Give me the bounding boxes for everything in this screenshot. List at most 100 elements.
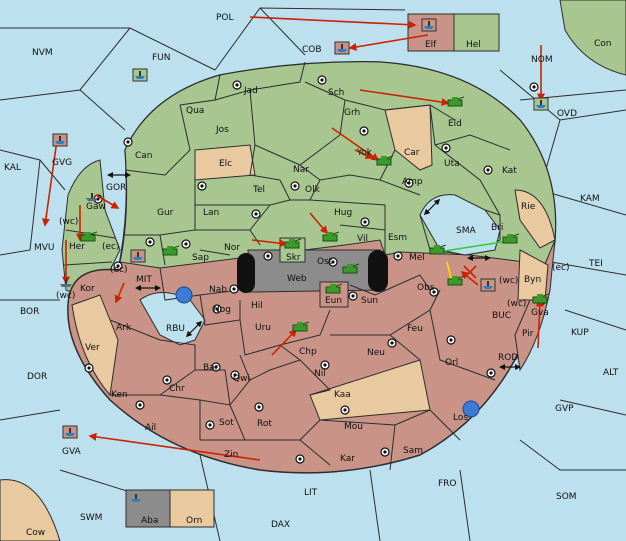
label-kat: Kat xyxy=(502,166,517,176)
label-swm: SWM xyxy=(80,513,102,523)
label-nil: Nil xyxy=(314,369,326,379)
label-som: SOM xyxy=(556,492,577,502)
label-nom: NOM xyxy=(531,55,553,65)
label-chp: Chp xyxy=(299,347,317,357)
army-icon xyxy=(447,96,465,107)
label-ec3: (ec) xyxy=(552,263,570,273)
label-lit: LIT xyxy=(304,488,318,498)
label-gvg: GVG xyxy=(52,158,72,168)
army-icon xyxy=(325,283,343,294)
label-neu: Neu xyxy=(367,348,385,358)
label-dor: DOR xyxy=(27,372,47,382)
army-icon xyxy=(342,263,360,274)
army-icon xyxy=(322,231,340,242)
label-zin: Zin xyxy=(224,450,238,460)
label-sot: Sot xyxy=(219,418,234,428)
label-qua: Qua xyxy=(186,106,204,116)
label-kup: KUP xyxy=(571,328,589,338)
label-ec1: (ec) xyxy=(102,242,120,252)
label-alt: ALT xyxy=(603,368,619,378)
army-icon xyxy=(162,245,180,256)
army-icon xyxy=(80,231,98,242)
label-nvm: NVM xyxy=(32,48,53,58)
territory-hel[interactable] xyxy=(453,13,500,52)
fleet-icon xyxy=(131,494,141,502)
fleet-icon xyxy=(52,133,68,147)
territory-rie[interactable] xyxy=(514,189,556,249)
label-jad: Jad xyxy=(243,86,258,96)
label-mvu: MVU xyxy=(34,243,55,253)
label-bar: Bar xyxy=(203,363,219,373)
territory-elc[interactable] xyxy=(194,144,256,181)
label-nog: Nog xyxy=(213,305,231,315)
army-icon xyxy=(429,244,447,255)
label-byn: Byn xyxy=(524,275,541,285)
label-gaw: Gaw xyxy=(86,202,106,212)
label-tel: Tel xyxy=(252,185,265,195)
label-kal: KAL xyxy=(4,163,21,173)
label-wc3: (wc) xyxy=(499,276,518,286)
label-cob: COB xyxy=(302,45,322,55)
label-gor: GOR xyxy=(106,183,126,193)
label-kam: KAM xyxy=(580,194,600,204)
label-hel: Hel xyxy=(466,40,481,50)
label-vil: Vil xyxy=(357,234,368,244)
label-los: Los xyxy=(453,413,468,423)
label-orl: Orl xyxy=(445,358,458,368)
label-tei: TEI xyxy=(588,259,603,269)
label-wc1: (wc) xyxy=(59,217,78,227)
label-fun: FUN xyxy=(152,53,171,63)
army-icon xyxy=(284,238,302,249)
label-skr: Skr xyxy=(286,253,301,263)
label-pir: Pir xyxy=(522,329,534,339)
territory-orn[interactable] xyxy=(169,489,215,528)
label-sam: Sam xyxy=(403,446,423,456)
territory-aba[interactable] xyxy=(125,489,171,528)
label-rod: ROD xyxy=(498,353,518,363)
label-rbu: RBU xyxy=(166,324,185,334)
label-web: Web xyxy=(287,274,307,284)
land-borders xyxy=(109,61,511,471)
label-dax: DAX xyxy=(271,520,290,530)
label-ec2: (ec) xyxy=(110,265,128,275)
label-gur: Gur xyxy=(157,208,174,218)
fleet-icon xyxy=(533,97,549,111)
label-gva-l: Gva xyxy=(531,308,549,318)
move-orders xyxy=(41,16,545,461)
fleet-icon xyxy=(60,279,72,287)
dislodged-unit-icon xyxy=(462,400,480,418)
region-labels: POL COB Elf Hel Con NVM FUN NOM OVD KAL … xyxy=(4,13,619,538)
fleet-icon xyxy=(130,249,146,263)
fleet-icon xyxy=(86,193,98,201)
label-gva: GVA xyxy=(62,447,82,457)
label-kar: Kar xyxy=(340,454,355,464)
label-eld: Eld xyxy=(448,119,462,129)
label-kor: Kor xyxy=(80,284,95,294)
label-mel: Mel xyxy=(409,253,425,263)
label-sma: SMA xyxy=(456,226,476,236)
label-ovd: OVD xyxy=(557,109,577,119)
label-grh: Grh xyxy=(344,108,360,118)
label-jos: Jos xyxy=(215,125,229,135)
label-olk: Olk xyxy=(305,185,321,195)
units[interactable] xyxy=(52,18,550,502)
label-ail: Ail xyxy=(145,423,156,433)
label-feu: Feu xyxy=(407,324,423,334)
label-ver: Ver xyxy=(85,343,100,353)
label-kaa: Kaa xyxy=(334,390,351,400)
label-wc4: (wc) xyxy=(507,299,526,309)
label-can: Can xyxy=(135,151,153,161)
label-rot: Rot xyxy=(257,419,272,429)
label-con: Con xyxy=(594,39,612,49)
failed-order-cross xyxy=(463,265,477,279)
label-pol: POL xyxy=(216,13,234,23)
label-orn: Orn xyxy=(186,516,202,526)
label-uta: Uta xyxy=(444,159,460,169)
army-icon xyxy=(502,233,520,244)
label-mit: MIT xyxy=(136,275,152,285)
label-mou: Mou xyxy=(344,422,363,432)
label-hil: Hil xyxy=(251,301,263,311)
label-car: Car xyxy=(404,148,420,158)
label-lan: Lan xyxy=(203,208,219,218)
